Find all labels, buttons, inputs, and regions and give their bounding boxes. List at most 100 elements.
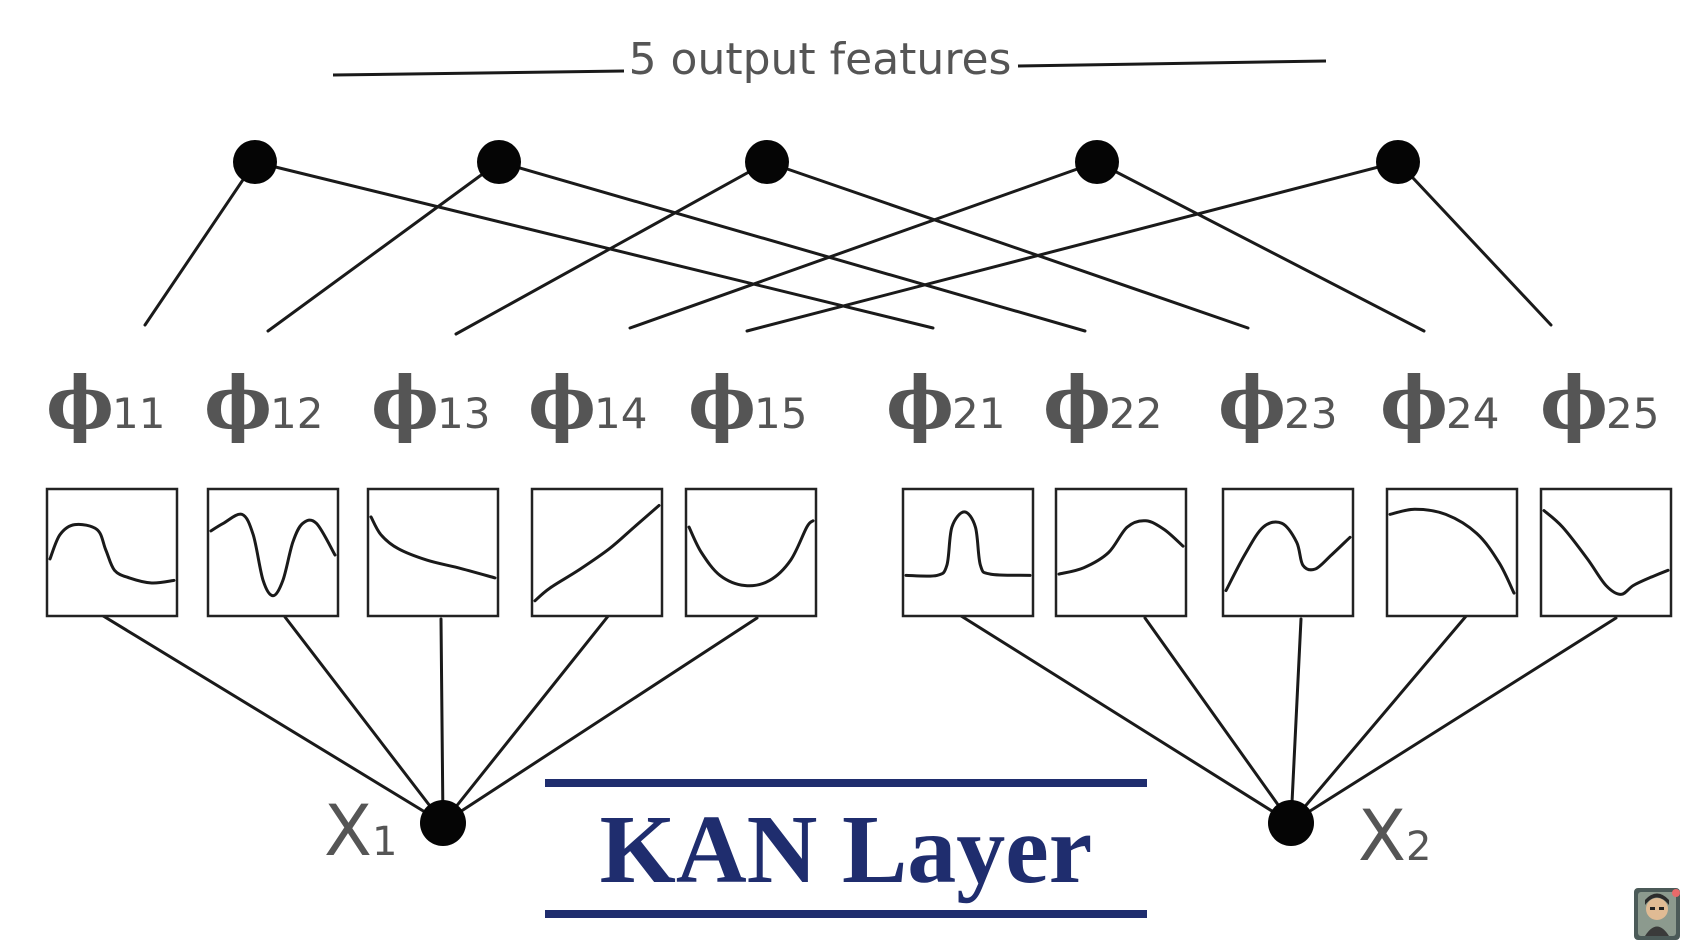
output-node-5	[1376, 140, 1420, 184]
output-wires	[143, 160, 1553, 336]
phi-subscript: 21	[952, 389, 1005, 438]
edge-input-to-phi-12	[283, 615, 445, 825]
phi-13-label: ϕ13	[371, 360, 490, 445]
avatar-icon	[1634, 888, 1680, 940]
edge-phi-11-to-output	[143, 160, 257, 327]
phi-11-curve	[48, 522, 176, 585]
phi-12-curve	[209, 512, 337, 598]
input-node-1	[420, 800, 466, 846]
edge-input-to-phi-14	[441, 613, 611, 825]
header-rule-left	[332, 69, 625, 77]
phi-24-box	[1385, 487, 1519, 618]
phi-glyph: ϕ	[688, 360, 756, 445]
edge-input-to-phi-21	[956, 612, 1293, 825]
phi-subscript: 13	[437, 389, 490, 438]
phi-22-label: ϕ22	[1043, 360, 1162, 445]
phi-13-frame	[366, 487, 500, 618]
output-node-3	[745, 140, 789, 184]
edge-phi-25-to-output	[1396, 160, 1553, 327]
output-node-4	[1075, 140, 1119, 184]
output-features-header: 5 output features	[332, 34, 1327, 85]
edge-input-to-phi-22	[1143, 616, 1293, 825]
function-boxes	[45, 487, 1673, 618]
phi-glyph: ϕ	[371, 360, 439, 445]
phi-13-curve	[369, 515, 497, 580]
phi-22-curve	[1057, 519, 1185, 576]
title-block: KAN Layer	[545, 779, 1147, 918]
phi-21-label: ϕ21	[886, 360, 1005, 445]
phi-12-label: ϕ12	[204, 360, 323, 445]
phi-25-box	[1539, 487, 1673, 618]
phi-subscript: 15	[754, 389, 807, 438]
phi-subscript: 23	[1284, 389, 1337, 438]
edge-phi-24-to-output	[1095, 160, 1426, 333]
output-features-label: 5 output features	[629, 34, 1012, 85]
phi-23-box	[1221, 487, 1355, 618]
phi-15-box	[684, 487, 818, 618]
phi-15-label: ϕ15	[688, 360, 807, 445]
phi-11-box	[45, 487, 179, 618]
phi-14-frame	[530, 487, 664, 618]
output-node-1	[233, 140, 277, 184]
edge-input-to-phi-24	[1289, 613, 1469, 825]
edge-phi-15-to-output	[745, 160, 1400, 333]
edge-input-to-phi-23	[1289, 617, 1303, 825]
input-node-2	[1268, 800, 1314, 846]
phi-14-curve	[533, 504, 661, 603]
phi-24-curve	[1388, 507, 1516, 595]
phi-11-frame	[45, 487, 179, 618]
phi-24-label: ϕ24	[1380, 360, 1499, 445]
phi-25-label: ϕ25	[1540, 360, 1659, 445]
edge-phi-21-to-output	[253, 160, 935, 330]
input-subscript: 2	[1406, 824, 1431, 870]
phi-subscript: 14	[594, 389, 647, 438]
phi-subscript: 11	[112, 389, 165, 438]
header-rule-right	[1017, 59, 1327, 68]
edge-phi-14-to-output	[628, 160, 1099, 330]
edge-input-to-phi-13	[439, 617, 445, 825]
edge-phi-22-to-output	[497, 160, 1087, 333]
edge-phi-12-to-output	[266, 160, 501, 333]
input-symbol: X	[1358, 795, 1406, 877]
phi-25-curve	[1542, 509, 1670, 596]
input-wires	[98, 612, 1618, 825]
phi-21-frame	[901, 487, 1035, 618]
phi-21-box	[901, 487, 1035, 618]
phi-15-curve	[687, 519, 815, 588]
output-nodes	[233, 140, 1420, 184]
phi-subscript: 24	[1446, 389, 1499, 438]
phi-14-label: ϕ14	[528, 360, 647, 445]
layer-title: KAN Layer	[600, 796, 1093, 904]
phi-21-curve	[904, 510, 1032, 578]
phi-glyph: ϕ	[46, 360, 114, 445]
phi-13-box	[366, 487, 500, 618]
edge-input-to-phi-25	[1289, 616, 1618, 825]
phi-11-label: ϕ11	[46, 360, 165, 445]
phi-glyph: ϕ	[1043, 360, 1111, 445]
input-subscript: 1	[372, 819, 397, 865]
edge-input-to-phi-15	[441, 616, 759, 825]
phi-glyph: ϕ	[1380, 360, 1448, 445]
phi-23-label: ϕ23	[1218, 360, 1337, 445]
phi-glyph: ϕ	[528, 360, 596, 445]
phi-subscript: 25	[1606, 389, 1659, 438]
phi-glyph: ϕ	[1540, 360, 1608, 445]
phi-25-frame	[1539, 487, 1673, 618]
phi-subscript: 22	[1109, 389, 1162, 438]
edge-input-to-phi-11	[98, 612, 445, 825]
phi-glyph: ϕ	[204, 360, 272, 445]
output-node-2	[477, 140, 521, 184]
phi-14-box	[530, 487, 664, 618]
input-symbol: X	[324, 790, 372, 872]
phi-subscript: 12	[270, 389, 323, 438]
phi-24-frame	[1385, 487, 1519, 618]
phi-22-box	[1054, 487, 1188, 618]
phi-glyph: ϕ	[1218, 360, 1286, 445]
phi-12-box	[206, 487, 340, 618]
phi-glyph: ϕ	[886, 360, 954, 445]
